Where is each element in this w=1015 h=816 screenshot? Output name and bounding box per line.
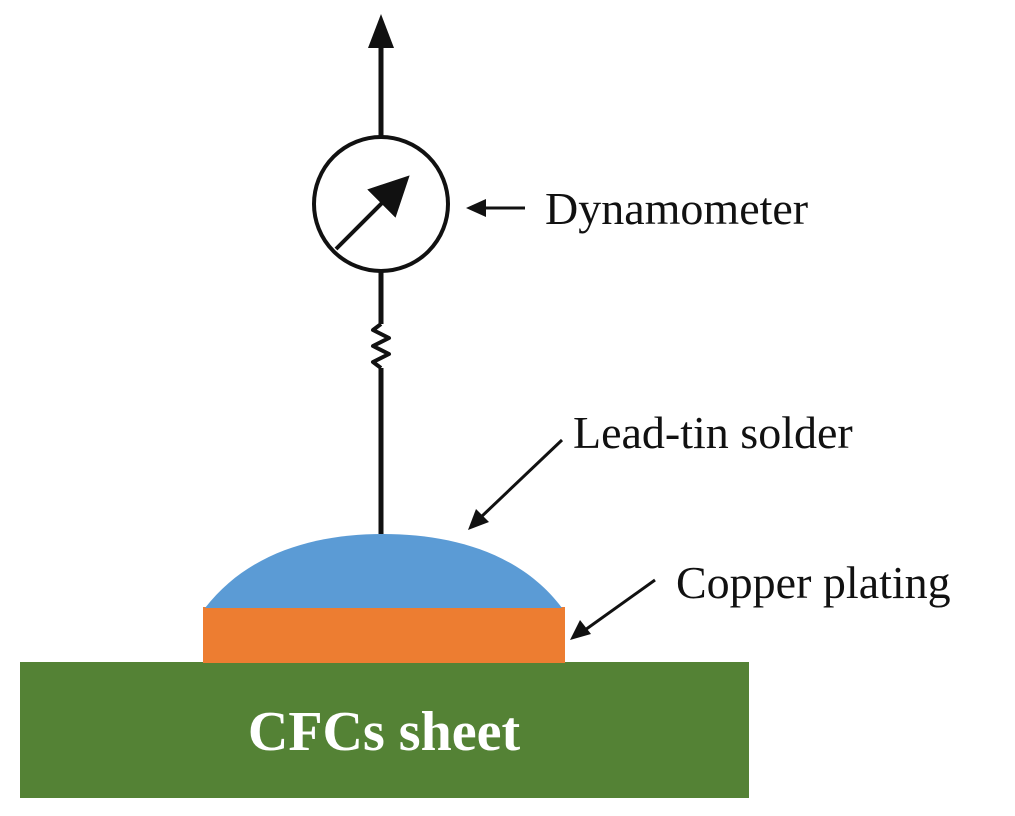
spring-icon: [371, 322, 391, 370]
copper-callout: [570, 578, 656, 640]
solder-callout: [468, 438, 564, 530]
lead-tin-solder: [205, 534, 562, 608]
dynamometer-gauge-icon: [312, 135, 450, 273]
cfcs-sheet-label: CFCs sheet: [248, 701, 521, 763]
copper-plating-label: Copper plating: [676, 557, 951, 608]
copper-plating: [203, 607, 565, 663]
dynamometer-label: Dynamometer: [545, 183, 808, 234]
lead-tin-solder-label: Lead-tin solder: [573, 407, 853, 458]
cfcs-sheet: [20, 662, 749, 798]
arrow-up-icon: [368, 14, 394, 48]
dynamometer-callout: [466, 199, 525, 217]
